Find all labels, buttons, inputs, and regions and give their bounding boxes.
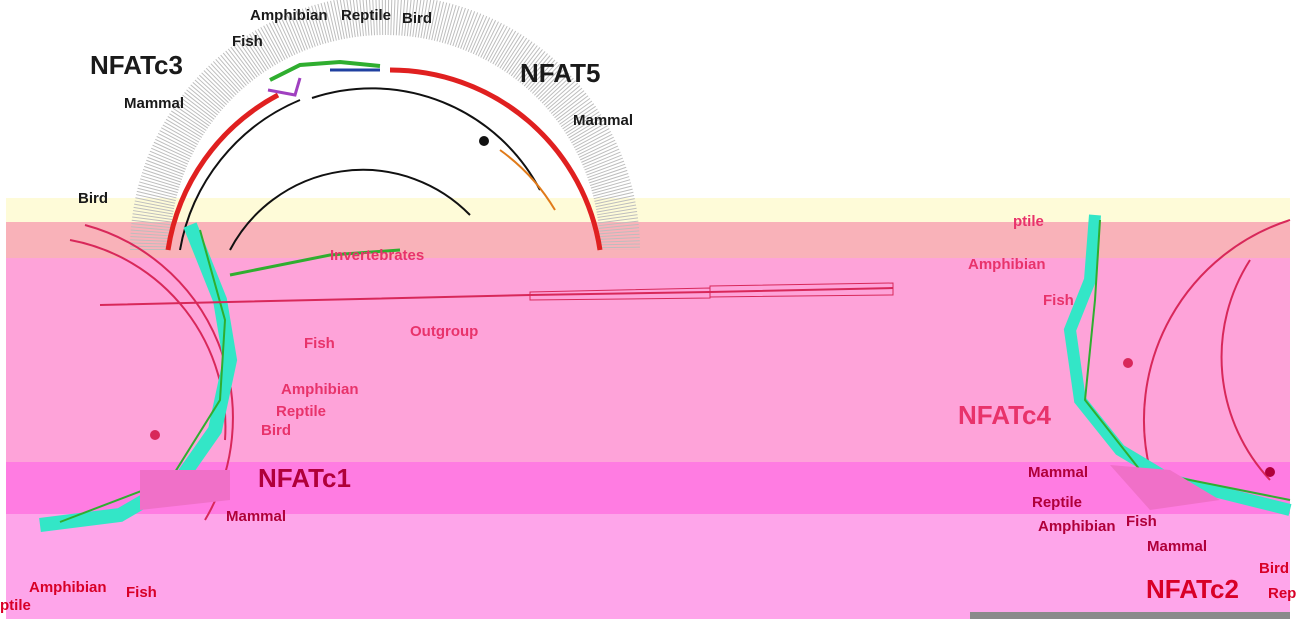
- right-tree-node-upper: [1123, 358, 1133, 368]
- band-lightpink: [6, 514, 1290, 619]
- label-top-mammal-left: Mammal: [124, 95, 185, 112]
- label-left-fish: Fish: [304, 335, 335, 352]
- label-right-bird: Bird: [1259, 560, 1289, 577]
- label-right-mammal-bottom: Mammal: [1147, 538, 1208, 555]
- label-right-reptile-edge: Rep: [1268, 585, 1297, 602]
- outgroup-branch: [99, 287, 894, 306]
- label-right-mammal: Mammal: [1028, 464, 1089, 481]
- label-right-reptile: Reptile: [1032, 494, 1083, 511]
- top-tree-purple-clade: [267, 77, 302, 97]
- label-left-mammal: Mammal: [226, 508, 287, 525]
- right-tree-arc-inner: [1220, 259, 1271, 481]
- label-top-reptile: Reptile: [341, 7, 392, 24]
- label-left-fish-bottom: Fish: [126, 584, 157, 601]
- label-nfatc2: NFATc2: [1146, 574, 1239, 604]
- label-right-fish-low: Fish: [1126, 513, 1157, 530]
- label-right-fish: Fish: [1043, 292, 1074, 309]
- right-tree-node-lower: [1265, 467, 1275, 477]
- label-left-amphibian: Amphibian: [281, 381, 359, 398]
- label-left-amphibian-bottom: Amphibian: [29, 579, 107, 596]
- outgroup-box-2: [709, 282, 894, 298]
- top-tree-red-arc-right: [389, 67, 603, 251]
- top-tree-orange-arc: [499, 149, 556, 211]
- top-tree-red-arc-left: [165, 92, 280, 251]
- top-tree-black-arc: [179, 99, 301, 251]
- label-top-mammal-right: Mammal: [573, 112, 634, 129]
- gray-bar: [970, 612, 1290, 619]
- right-tree-arc: [1142, 219, 1291, 471]
- label-nfat5: NFAT5: [520, 58, 601, 88]
- top-tree-branch-arc: [311, 87, 541, 191]
- label-invertebrates: Invertebrates: [330, 247, 425, 264]
- right-tree-green-clade: [1083, 219, 1291, 501]
- top-tree-colored-clade: [269, 59, 381, 82]
- label-left-reptile-bottom: ptile: [0, 597, 31, 614]
- top-tree-node: [479, 136, 489, 146]
- label-top-bird-left: Bird: [78, 190, 108, 207]
- invertebrates-clade: [229, 248, 401, 277]
- left-tree-green-clade: [59, 229, 227, 523]
- band-salmon: [6, 222, 1290, 258]
- right-tree-mammal-leaves: [1110, 465, 1220, 510]
- top-tree-leaf-arc: [130, 0, 640, 251]
- label-top-bird: Bird: [402, 10, 432, 27]
- label-nfatc4: NFATc4: [958, 400, 1051, 430]
- label-left-reptile: Reptile: [276, 403, 327, 420]
- left-tree-node: [150, 430, 160, 440]
- top-tree-inner-arc: [229, 168, 471, 251]
- left-tree-mammal-leaves: [140, 470, 230, 510]
- outgroup-box-1: [529, 287, 711, 301]
- label-left-bird: Bird: [261, 422, 291, 439]
- label-top-fish: Fish: [232, 33, 263, 50]
- label-nfatc1: NFATc1: [258, 463, 351, 493]
- label-nfatc3: NFATc3: [90, 50, 183, 80]
- label-right-reptile-top: ptile: [1013, 213, 1044, 230]
- label-right-amphibian: Amphibian: [968, 256, 1046, 273]
- label-outgroup: Outgroup: [410, 323, 479, 340]
- label-top-amphibian: Amphibian: [250, 7, 328, 24]
- band-cream: [6, 198, 1290, 222]
- label-right-amphibian-low: Amphibian: [1038, 518, 1116, 535]
